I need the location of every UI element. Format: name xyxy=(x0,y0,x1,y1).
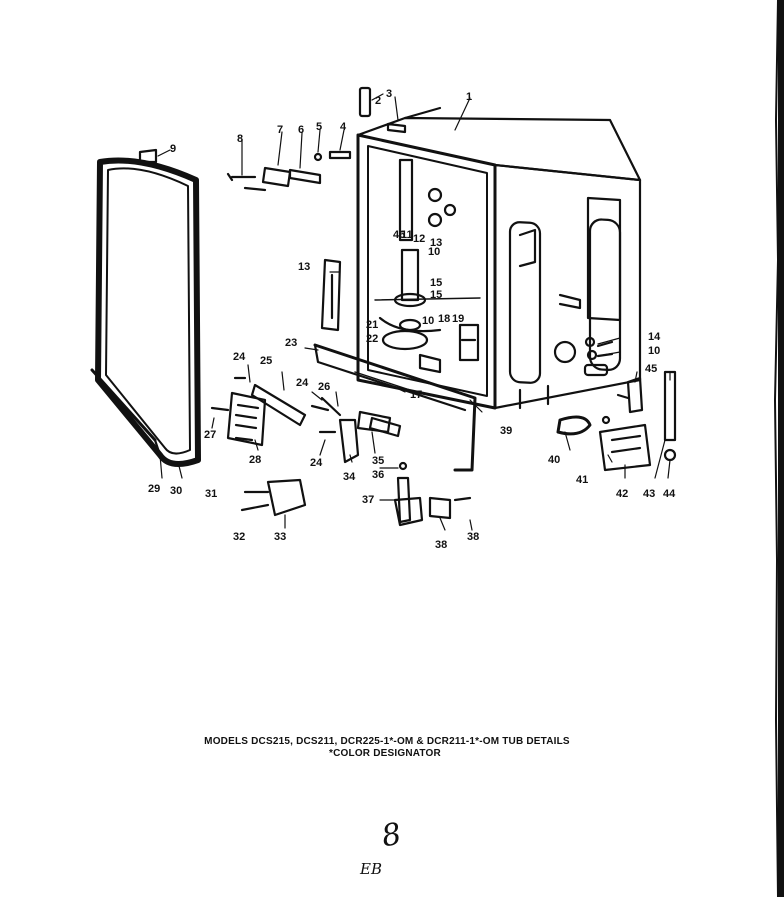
callout-33: 33 xyxy=(274,531,286,543)
callout-13: 13 xyxy=(430,237,442,249)
callout-36: 36 xyxy=(372,469,384,481)
caption-models: MODELS DCS215, DCS211, DCR225-1*-OM & DC… xyxy=(204,736,570,747)
tub-assembly xyxy=(356,106,642,410)
callout-38-right: 38 xyxy=(467,531,479,543)
callout-5: 5 xyxy=(316,121,322,133)
callout-41: 40 xyxy=(548,454,560,466)
callout-29: 29 xyxy=(148,483,160,495)
callout-3: 3 xyxy=(386,88,392,100)
door-gasket xyxy=(90,157,201,467)
callout-17: 17 xyxy=(410,389,422,401)
callout-38-left: 38 xyxy=(435,539,447,551)
callout-10-upper: 46 xyxy=(393,229,405,241)
callout-40: 39 xyxy=(500,425,512,437)
callout-43: 42 xyxy=(616,488,628,500)
callout-28: 28 xyxy=(249,454,261,466)
callout-11: 11 xyxy=(401,229,413,241)
callout-27: 27 xyxy=(204,429,216,441)
callout-19: 19 xyxy=(452,313,464,325)
part-number-callouts: 1 2 3 4 5 6 7 8 9 10 11 12 13 14 15 15 1… xyxy=(148,88,676,551)
callout-32: 32 xyxy=(233,531,245,543)
callout-1: 1 xyxy=(466,91,472,103)
leader-lines xyxy=(157,93,671,531)
callout-45: 44 xyxy=(663,488,676,500)
callout-2: 2 xyxy=(375,95,381,107)
small-hardware xyxy=(138,86,677,527)
callout-26: 26 xyxy=(318,381,330,393)
callout-10-right: 10 xyxy=(648,345,660,357)
handwritten-code: EB xyxy=(360,860,382,878)
callout-21: 21 xyxy=(366,319,378,331)
callout-37: 37 xyxy=(362,494,374,506)
callout-23: 23 xyxy=(285,337,297,349)
callout-22: 22 xyxy=(366,333,378,345)
callout-4: 4 xyxy=(340,121,347,133)
callout-15: 15 xyxy=(430,277,442,289)
callout-25: 25 xyxy=(260,355,272,367)
callout-20: 13 xyxy=(298,261,310,273)
callout-35: 35 xyxy=(372,455,384,467)
page-edge-shadow xyxy=(774,0,784,897)
callout-7: 7 xyxy=(277,124,283,136)
callout-42: 41 xyxy=(576,474,588,486)
callout-9: 9 xyxy=(170,143,176,155)
callout-24-b: 24 xyxy=(296,377,309,389)
callout-12: 12 xyxy=(413,233,425,245)
callout-13-lower: 10 xyxy=(428,246,440,258)
callout-16: 15 xyxy=(430,289,442,301)
callout-30: 30 xyxy=(170,485,182,497)
callout-31: 31 xyxy=(205,488,217,500)
callout-14: 14 xyxy=(648,331,661,343)
callout-8: 8 xyxy=(237,133,243,145)
callout-44: 43 xyxy=(643,488,655,500)
callout-34: 34 xyxy=(343,471,356,483)
callout-18: 18 xyxy=(438,313,450,325)
callout-24-c: 24 xyxy=(310,457,323,469)
callout-46: 45 xyxy=(645,363,657,375)
callout-10-mid: 10 xyxy=(422,315,434,327)
caption-color-designator: *COLOR DESIGNATOR xyxy=(329,748,441,759)
callout-24-a: 24 xyxy=(233,351,246,363)
lower-frame xyxy=(313,258,477,472)
callout-6: 6 xyxy=(298,124,304,136)
